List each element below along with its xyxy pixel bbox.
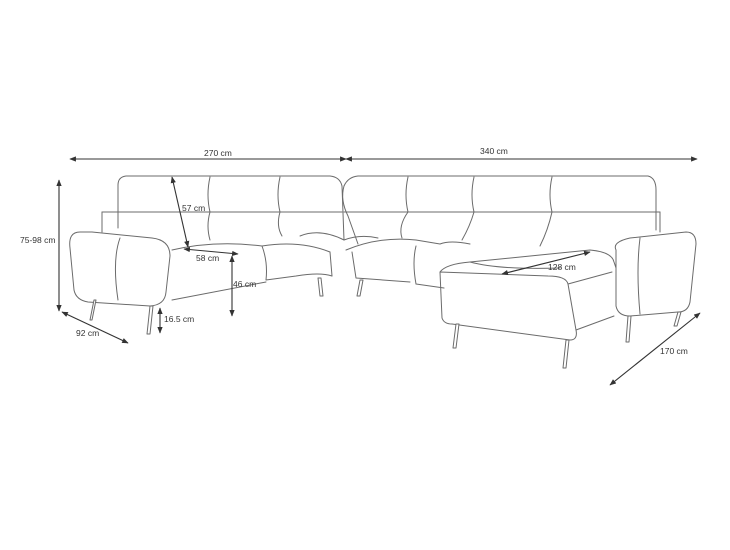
left-back-cushion-line [277, 176, 281, 213]
corner-seat [299, 232, 379, 241]
leg [356, 279, 364, 297]
right-seat-front [415, 283, 445, 289]
leg [673, 311, 682, 327]
dimension-labels: 270 cm 340 cm 75-98 cm 92 cm 57 cm 58 cm… [20, 146, 688, 356]
leg [625, 315, 632, 343]
right-seat [345, 238, 471, 251]
left-seat-front [171, 281, 267, 301]
label-depth-seat: 92 cm [76, 328, 99, 338]
left-backrest [117, 175, 345, 241]
leg [146, 305, 154, 335]
sofa-outline [69, 175, 697, 369]
right-back-cushion-line [405, 176, 409, 213]
label-height-total: 75-98 cm [20, 235, 55, 245]
dim-chaise-width-line [501, 250, 591, 276]
left-seat [171, 243, 333, 281]
label-width-right: 340 cm [480, 146, 508, 156]
left-back-cushion-line [207, 211, 211, 241]
dim-backrest-line [170, 176, 190, 248]
left-back-cushion-line [207, 176, 211, 213]
leg [562, 339, 570, 369]
left-seat-edge [261, 243, 331, 253]
left-arm [69, 231, 171, 307]
chaise-side [567, 271, 613, 285]
leg [317, 277, 324, 297]
right-back-cushion-line [549, 176, 553, 213]
dimension-lines [56, 156, 701, 386]
dim-seat-depth-line [183, 246, 239, 257]
label-seat-height: 46 cm [233, 279, 256, 289]
right-arm [614, 231, 697, 317]
left-arm-curve [114, 237, 121, 301]
right-arm-curve [637, 237, 641, 315]
chaise-side [575, 315, 615, 331]
dim-depth-line [61, 311, 129, 344]
dim-chaise-length-line [609, 312, 701, 386]
right-seat-divider [413, 245, 417, 285]
corner-back-edge [342, 185, 359, 245]
label-width-left: 270 cm [204, 148, 232, 158]
right-backrest [343, 175, 657, 231]
right-seat-front [351, 251, 411, 283]
left-back-cushion-line [277, 211, 283, 237]
label-backrest-height: 57 cm [182, 203, 205, 213]
label-leg-height: 16.5 cm [164, 314, 194, 324]
corner-seam [329, 251, 333, 277]
right-back-cushion-line [400, 211, 409, 239]
chaise [439, 249, 617, 273]
right-back-cushion-line [471, 176, 475, 213]
right-back-cushion-line [461, 211, 475, 241]
label-seat-depth: 58 cm [196, 253, 219, 263]
label-chaise-width: 128 cm [548, 262, 576, 272]
right-back-cushion-line [539, 211, 553, 247]
label-chaise-length: 170 cm [660, 346, 688, 356]
leg [89, 299, 97, 321]
leg [452, 323, 460, 349]
